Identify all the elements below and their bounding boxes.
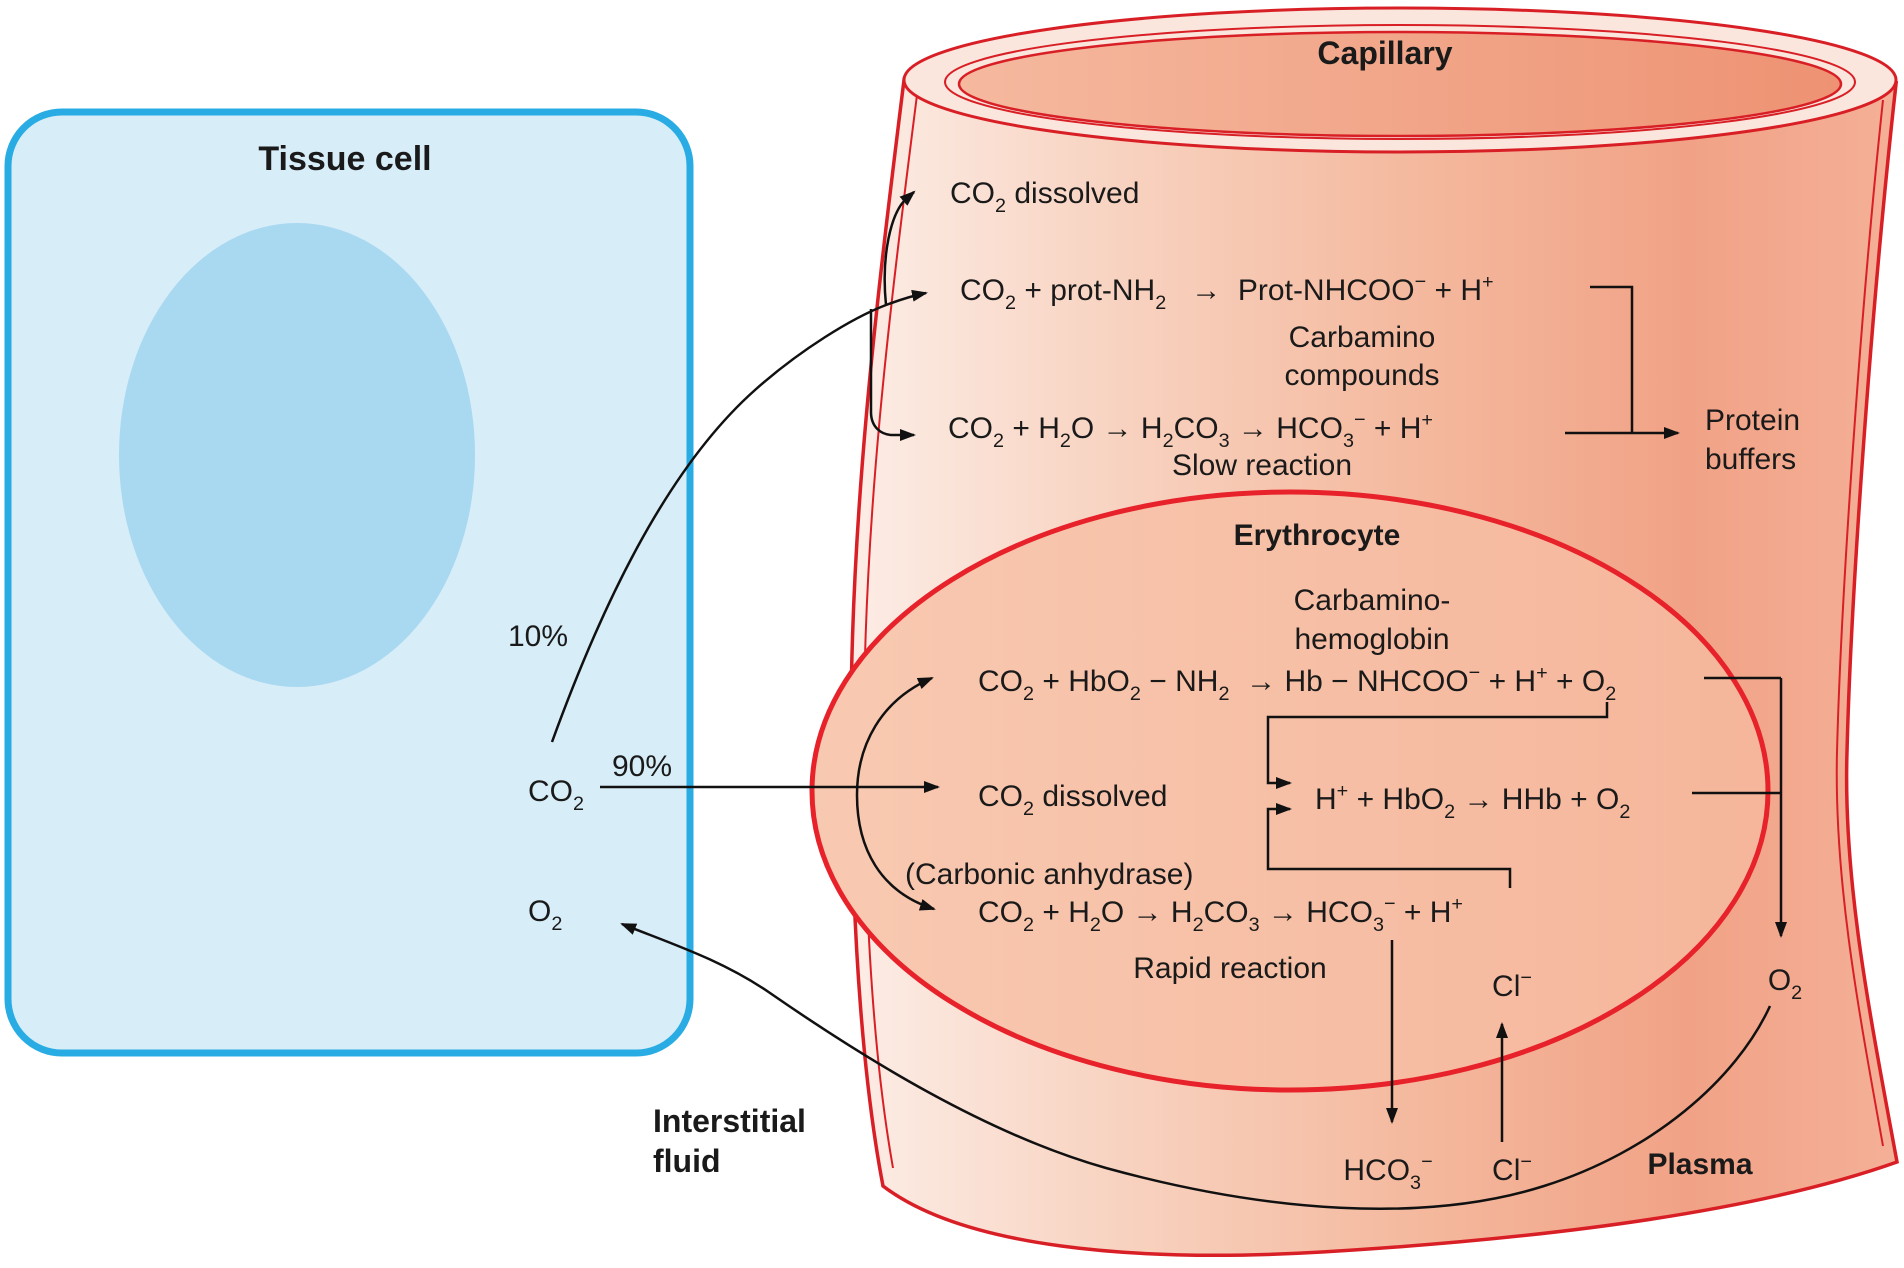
reaction-carbonic-acid-erythrocyte: CO2 + H2O → H2CO3 → HCO3− + H+ [978, 893, 1463, 936]
label-protein-buffers-1: Protein [1705, 404, 1800, 437]
arrow-branch-carbamino-ery [855, 676, 934, 796]
connector-h-from-rapid [1266, 803, 1512, 888]
label-interstitial-fluid-1: Interstitial [653, 1103, 806, 1139]
label-o2-tissue: O2 [528, 895, 562, 935]
capillary-opening-hole [957, 30, 1843, 138]
nucleus-shape [119, 223, 475, 687]
arrow-co2-10pct-to-plasma [550, 289, 928, 743]
label-carbaminohemoglobin-1: Carbamino- [1294, 584, 1451, 617]
capillary-opening-ring [944, 24, 1856, 140]
arrow-branch-co2-h2o-plasma [869, 309, 916, 441]
label-90pct: 90% [612, 750, 672, 783]
erythrocyte-shape [809, 489, 1771, 1093]
label-plasma: Plasma [1647, 1148, 1752, 1181]
label-carbaminohemoglobin-2: hemoglobin [1294, 623, 1449, 656]
label-co2-tissue: CO2 [528, 775, 584, 815]
reaction-co2-dissolved-plasma: CO2 dissolved [950, 177, 1139, 217]
label-slow-reaction: Slow reaction [1172, 449, 1352, 482]
label-carbonic-anhydrase: (Carbonic anhydrase) [905, 858, 1193, 891]
label-o2-plasma: O2 [1768, 964, 1802, 1004]
label-cl-erythrocyte: Cl− [1492, 967, 1532, 1003]
label-carbamino-compounds-1: Carbamino [1289, 321, 1436, 354]
arrow-branch-co2-dissolved-plasma [883, 190, 916, 306]
reaction-carbamino-plasma: CO2 + prot-NH2 → Prot-NHCOO− + H+ [960, 271, 1494, 314]
label-carbamino-compounds-2: compounds [1284, 359, 1439, 392]
arrow-o2-to-tissue [620, 922, 1772, 1211]
label-hco3-plasma: HCO3− [1343, 1151, 1432, 1194]
capillary-wall-inner-line-right [1835, 99, 1884, 1147]
label-cl-plasma: Cl− [1492, 1151, 1532, 1187]
arrow-branch-rapid-ery [855, 794, 936, 911]
connector-h-from-carbamino [1266, 702, 1609, 789]
reaction-hhb: H+ + HbO2 → HHb + O2 [1315, 780, 1630, 823]
label-10pct: 10% [508, 620, 568, 653]
label-rapid-reaction: Rapid reaction [1133, 952, 1326, 985]
tissue-cell-title: Tissue cell [258, 140, 431, 178]
capillary-title: Capillary [1317, 35, 1452, 71]
reaction-carbamino-erythrocyte: CO2 + HbO2 − NH2 → Hb − NHCOO− + H+ + O2 [978, 662, 1616, 705]
erythrocyte-title: Erythrocyte [1234, 519, 1401, 552]
reaction-co2-dissolved-erythrocyte: CO2 dissolved [978, 780, 1167, 820]
label-protein-buffers-2: buffers [1705, 443, 1796, 476]
bracket-carbamino-to-buffers [1590, 285, 1634, 433]
reaction-carbonic-acid-plasma: CO2 + H2O → H2CO3 → HCO3− + H+ [948, 409, 1433, 452]
label-interstitial-fluid-2: fluid [653, 1143, 721, 1179]
